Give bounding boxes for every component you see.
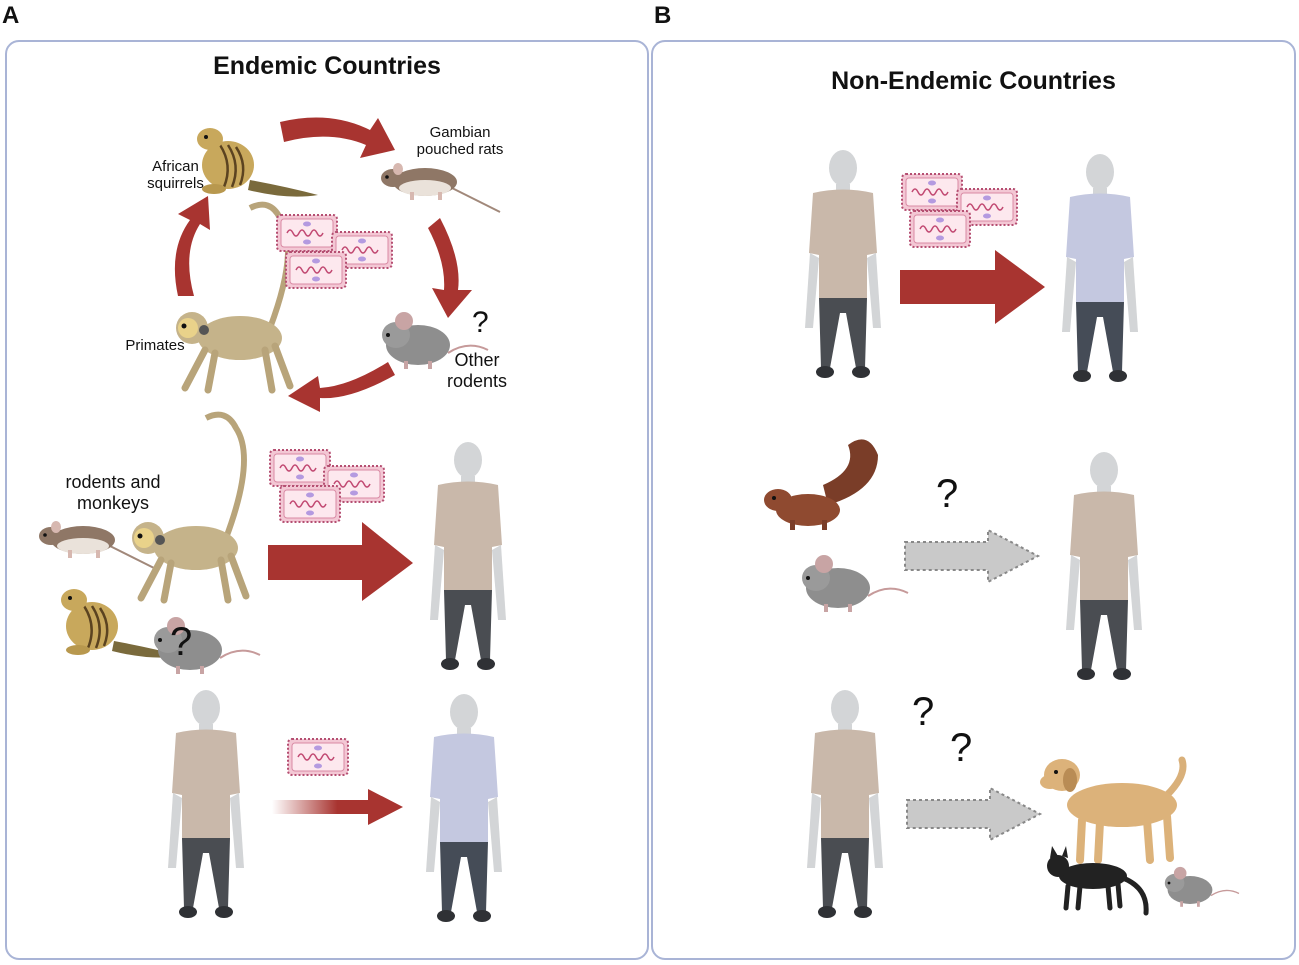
question-mark-human-animal-1: ? [912,690,935,734]
cycle-arrow-bottom [288,362,395,412]
cycle-arrow-right [428,218,472,318]
dog-icon [1040,759,1183,860]
panel-title-endemic: Endemic Countries [213,52,441,80]
transmission-arrow-animal-human [268,522,413,601]
question-mark-human-animal-2: ? [950,726,973,770]
label-african-squirrels: African squirrels [147,158,204,192]
red-squirrel-icon [764,439,878,530]
virus-particle-icon [901,173,963,211]
gambian-pouched-rat-icon [380,162,501,213]
mouse-icon [801,554,909,613]
question-mark-animal-human: ? [936,472,959,516]
question-mark-other-rodents: ? [472,306,489,339]
cycle-arrow-left [174,196,210,296]
panel-letter-b: B [654,2,672,29]
panel-title-non-endemic: Non-Endemic Countries [831,67,1116,95]
mouse-icon [1164,866,1240,908]
virus-particle-icon [285,251,347,289]
human-icon [168,690,244,918]
label-gambian-pouched-rats: Gambian pouched rats [416,124,504,158]
human-icon [1062,154,1138,382]
label-primates: Primates [125,337,185,354]
human-icon [1066,452,1142,680]
virus-particle-icon [287,738,349,776]
label-rodents-and-monkeys: rodents and monkeys [65,472,161,513]
transmission-arrow-human-human-weak [272,789,403,825]
label-other-rodents: Other rodents [446,350,508,391]
uncertain-arrow-animal-human [904,528,1041,584]
panel-letter-a: A [2,2,20,29]
virus-particle-icon [269,449,331,487]
virus-particle-icon [909,210,971,248]
uncertain-arrow-human-animal [906,786,1043,842]
question-mark-mouse: ? [170,620,193,664]
virus-particle-icon [279,485,341,523]
cycle-arrow-top [280,117,395,158]
human-icon [426,694,502,922]
transmission-arrow-human-human [900,250,1045,324]
human-icon [430,442,506,670]
cycle-arrows [174,117,472,412]
human-icon [805,150,881,378]
human-icon [807,690,883,918]
virus-particle-icon [276,214,338,252]
